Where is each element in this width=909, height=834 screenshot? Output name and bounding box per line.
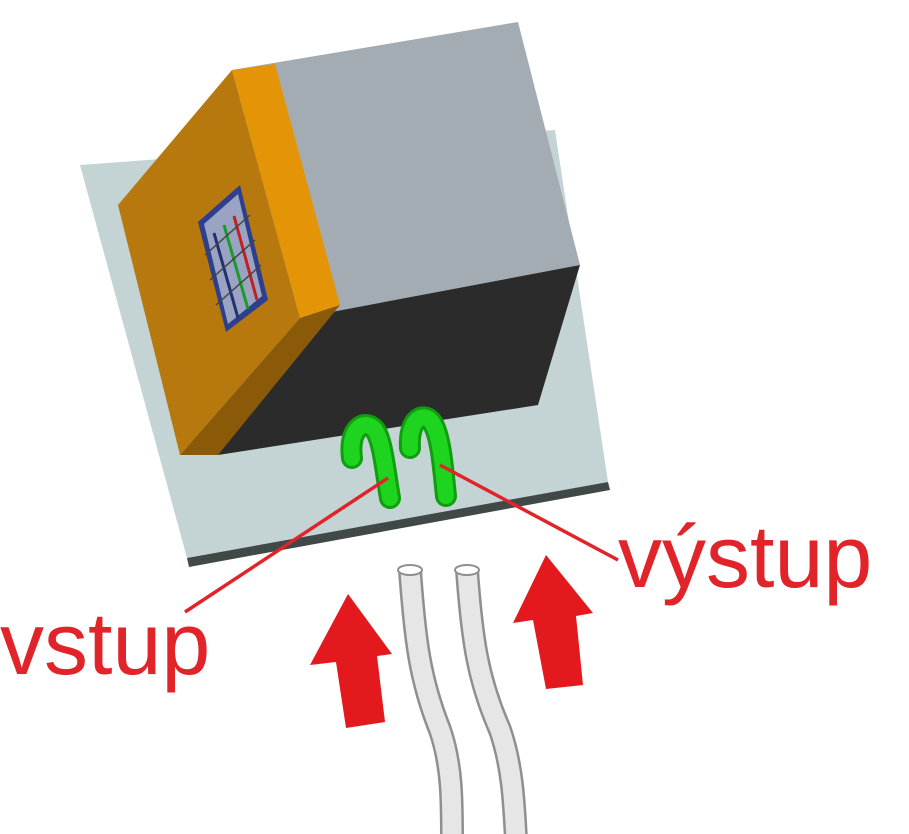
base-plate-edge	[187, 482, 610, 567]
inlet-label: vstup	[0, 594, 211, 693]
pin-grid-icon	[198, 185, 268, 332]
outlet-hose	[454, 564, 528, 834]
inlet-connector	[340, 414, 401, 509]
inlet-leader-line	[184, 476, 389, 614]
block-orange-band	[232, 64, 340, 318]
inlet-flow-arrow-icon	[310, 594, 392, 728]
cooling-block	[118, 22, 580, 455]
outlet-label: výstup	[618, 507, 873, 606]
block-side-face	[218, 265, 580, 455]
outlet-flow-arrow-icon	[513, 555, 593, 689]
inlet-hose	[397, 564, 464, 834]
block-front-shadow	[180, 305, 340, 455]
outlet-connector	[398, 406, 457, 507]
outlet-leader-line	[439, 463, 619, 562]
